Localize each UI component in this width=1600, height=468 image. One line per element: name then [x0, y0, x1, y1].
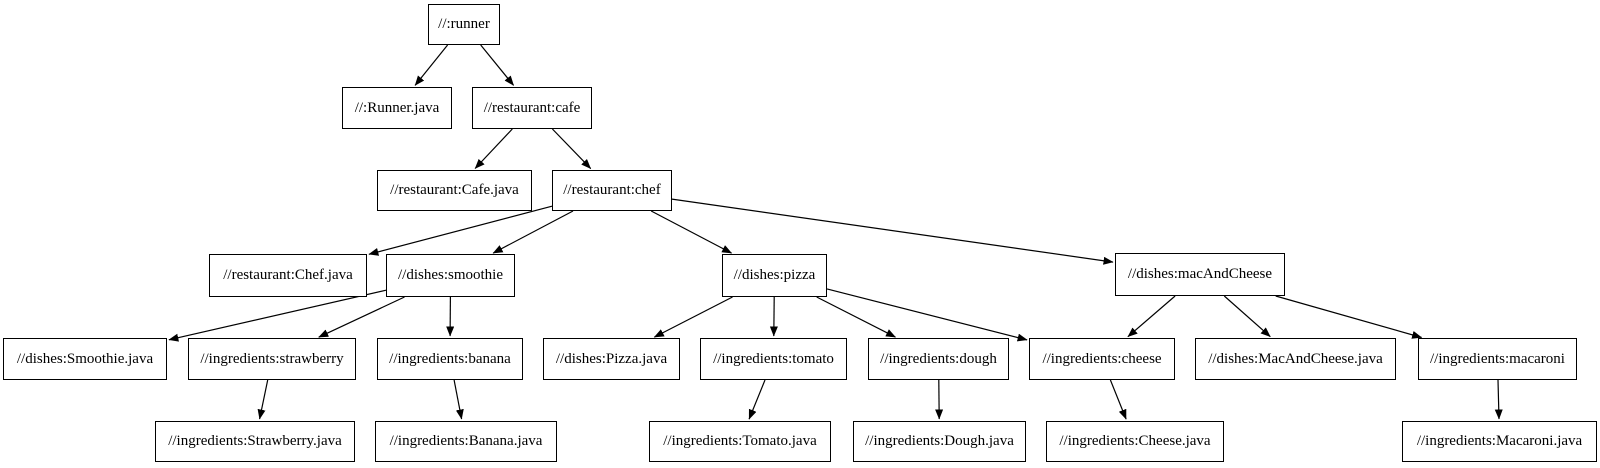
- graph-node-label: //ingredients:Tomato.java: [663, 433, 817, 449]
- edge-macaroni-to-macaroni_java: [1494, 379, 1503, 420]
- graph-node-strawberry: //ingredients:strawberry: [188, 338, 356, 380]
- graph-node-label: //dishes:Pizza.java: [555, 350, 668, 367]
- graph-node-chef_java: //restaurant:Chef.java: [209, 254, 367, 297]
- graph-edges: [168, 44, 1503, 420]
- edge-chef-to-chef_java: [368, 205, 553, 256]
- graph-node-label: //ingredients:dough: [880, 350, 997, 367]
- edge-chef-to-pizza: [650, 210, 733, 254]
- edge-chef-to-mac: [671, 198, 1114, 265]
- graph-node-cafe: //restaurant:cafe: [472, 87, 592, 129]
- graph-node-runner_java: //:Runner.java: [342, 87, 452, 129]
- graph-node-label: //ingredients:cheese: [1042, 350, 1162, 367]
- graph-node-macaroni_java: //ingredients:Macaroni.java: [1402, 421, 1597, 462]
- edge-smoothie-to-smoothie_java: [168, 289, 387, 342]
- graph-node-label: //restaurant:chef: [563, 182, 661, 198]
- graph-node-macaroni: //ingredients:macaroni: [1418, 338, 1577, 380]
- edge-mac-to-mac_java: [1223, 295, 1271, 338]
- graph-node-chef: //restaurant:chef: [552, 170, 672, 211]
- graph-node-label: //ingredients:strawberry: [200, 350, 344, 367]
- edge-banana-to-banana_java: [453, 379, 464, 420]
- graph-node-runner: //:runner: [428, 4, 500, 45]
- graph-node-label: //restaurant:Cafe.java: [390, 182, 519, 198]
- graph-node-label: //dishes:Smoothie.java: [16, 350, 154, 367]
- graph-node-label: //ingredients:Macaroni.java: [1416, 433, 1583, 449]
- graph-node-label: //restaurant:Chef.java: [223, 267, 353, 283]
- graph-node-label: //:runner: [438, 16, 490, 32]
- edge-strawberry-to-strawberry_java: [257, 379, 269, 420]
- graph-node-pizza_java: //dishes:Pizza.java: [543, 338, 680, 380]
- graph-node-label: //dishes:macAndCheese: [1127, 266, 1273, 282]
- edge-pizza-to-cheese: [826, 288, 1028, 342]
- graph-node-smoothie_java: //dishes:Smoothie.java: [3, 338, 167, 380]
- edge-runner-to-runner_java: [414, 44, 449, 86]
- graph-node-mac: //dishes:macAndCheese: [1115, 253, 1285, 296]
- edge-cafe-to-cafe_java: [474, 128, 513, 169]
- graph-node-dough: //ingredients:dough: [868, 338, 1009, 380]
- edge-mac-to-macaroni: [1275, 295, 1423, 339]
- graph-node-banana: //ingredients:banana: [377, 338, 523, 380]
- graph-node-label: //:Runner.java: [354, 99, 440, 116]
- graph-node-tomato: //ingredients:tomato: [700, 338, 847, 380]
- graph-node-label: //ingredients:banana: [389, 350, 511, 367]
- graph-node-mac_java: //dishes:MacAndCheese.java: [1195, 338, 1396, 380]
- graph-node-tomato_java: //ingredients:Tomato.java: [649, 421, 831, 462]
- graph-node-label: //ingredients:Dough.java: [865, 433, 1014, 449]
- edge-pizza-to-dough: [816, 296, 896, 338]
- graph-node-label: //ingredients:Banana.java: [389, 433, 543, 449]
- graph-node-cafe_java: //restaurant:Cafe.java: [377, 170, 532, 211]
- edge-tomato-to-tomato_java: [748, 379, 766, 420]
- edge-runner-to-cafe: [480, 44, 515, 86]
- graph-node-label: //dishes:pizza: [733, 267, 816, 283]
- edge-pizza-to-pizza_java: [653, 296, 733, 338]
- edge-mac-to-cheese: [1127, 295, 1176, 338]
- graph-node-pizza: //dishes:pizza: [722, 254, 827, 297]
- graph-node-banana_java: //ingredients:Banana.java: [375, 421, 557, 462]
- graph-node-cheese_java: //ingredients:Cheese.java: [1046, 421, 1224, 462]
- edge-smoothie-to-strawberry: [318, 296, 405, 338]
- graph-node-dough_java: //ingredients:Dough.java: [853, 421, 1026, 462]
- graph-node-label: //ingredients:macaroni: [1430, 350, 1565, 367]
- graph-node-strawberry_java: //ingredients:Strawberry.java: [155, 421, 355, 462]
- graph-node-label: //dishes:smoothie: [398, 267, 503, 283]
- graph-node-label: //ingredients:Cheese.java: [1059, 433, 1211, 449]
- graph-node-label: //ingredients:tomato: [713, 350, 834, 367]
- graph-node-label: //restaurant:cafe: [483, 99, 581, 116]
- edge-chef-to-smoothie: [492, 210, 574, 254]
- edge-cafe-to-chef: [551, 128, 592, 170]
- edge-cheese-to-cheese_java: [1109, 379, 1127, 420]
- graph-node-label: //ingredients:Strawberry.java: [168, 433, 342, 449]
- graph-node-smoothie: //dishes:smoothie: [386, 254, 515, 297]
- graph-node-label: //dishes:MacAndCheese.java: [1208, 350, 1383, 367]
- graph-node-cheese: //ingredients:cheese: [1029, 338, 1175, 380]
